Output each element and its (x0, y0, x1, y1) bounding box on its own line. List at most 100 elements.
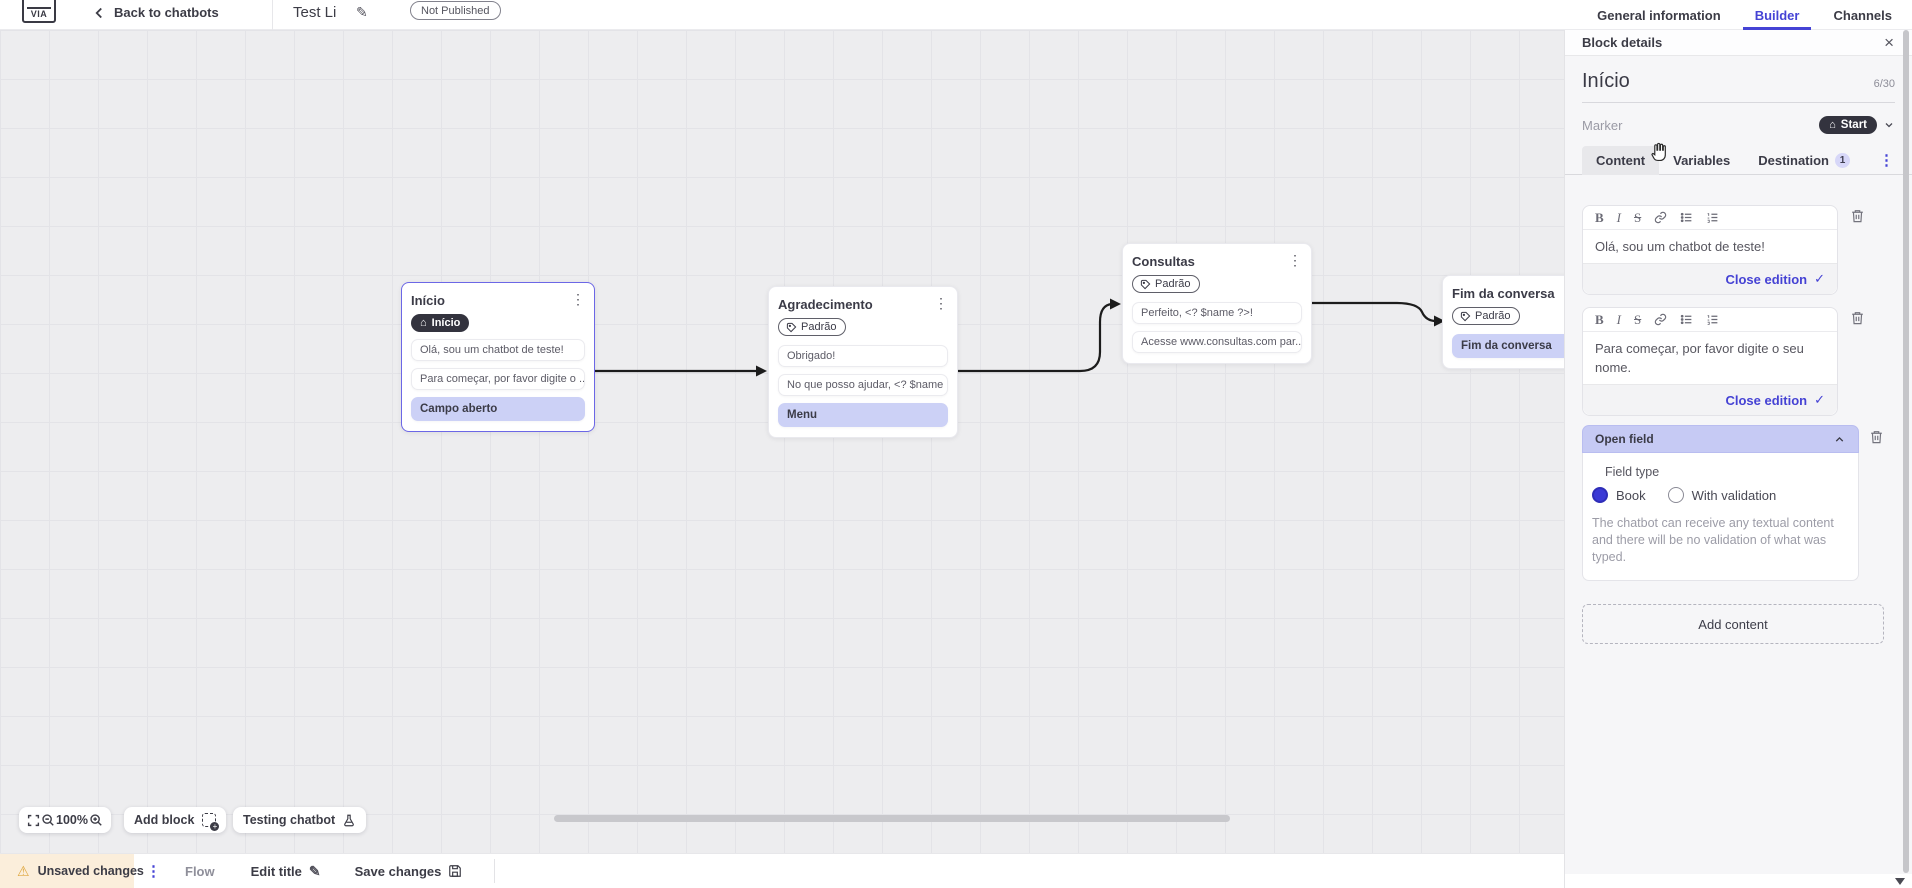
panel-tabs: Content Variables Destination 1 ⋮ (1565, 145, 1912, 175)
bullet-list-button[interactable] (1680, 211, 1693, 224)
app-logo-icon[interactable]: VIA (22, 0, 56, 23)
pencil-icon: ✎ (308, 862, 321, 879)
bullet-list-button[interactable] (1680, 313, 1693, 326)
start-marker-pill: ⌂Início (411, 314, 470, 332)
top-nav-tabs: General information Builder Channels (1597, 0, 1892, 30)
link-button[interactable] (1654, 313, 1667, 326)
chevron-up-icon (1835, 436, 1844, 442)
flow-block-agradecimento[interactable]: Agradecimento ⋮ Padrão Obrigado! No que … (768, 286, 958, 438)
block-title: Agradecimento (778, 297, 873, 312)
zoom-in-icon[interactable] (89, 813, 103, 827)
block-title: Consultas (1132, 254, 1195, 269)
save-changes-button[interactable]: Save changes (355, 864, 463, 879)
tab-channels[interactable]: Channels (1833, 7, 1892, 23)
editor-text[interactable]: Olá, sou um chatbot de teste! (1583, 230, 1837, 263)
panel-bottom-strip (1565, 874, 1912, 888)
add-content-button[interactable]: Add content (1582, 604, 1884, 644)
warning-icon: ⚠ (17, 862, 30, 879)
add-block-icon (202, 813, 220, 831)
tag-pill: Padrão (778, 318, 847, 336)
editor-text[interactable]: Para começar, por favor digite o seu nom… (1583, 332, 1837, 384)
open-field-header[interactable]: Open field (1582, 425, 1859, 453)
edit-title-icon[interactable]: ✎ (356, 4, 368, 20)
block-row-message[interactable]: Olá, sou um chatbot de teste! (411, 339, 585, 361)
editor-toolbar: B I S (1583, 206, 1837, 230)
strikethrough-button[interactable]: S (1634, 209, 1642, 225)
bold-button[interactable]: B (1595, 209, 1604, 225)
bold-button[interactable]: B (1595, 311, 1604, 327)
back-icon[interactable] (90, 4, 108, 22)
field-type-label: Field type (1605, 465, 1660, 479)
flow-view-button[interactable]: Flow (185, 863, 215, 879)
fullscreen-icon[interactable] (27, 814, 40, 827)
add-block-button[interactable]: Add block (124, 807, 227, 833)
block-name-input[interactable]: Início (1582, 70, 1630, 92)
close-icon[interactable]: × (1884, 32, 1894, 52)
link-button[interactable] (1654, 211, 1667, 224)
delete-content-icon[interactable] (1850, 208, 1865, 224)
bottom-menu-icon[interactable]: ⋮ (146, 863, 161, 880)
bottom-bar: ⚠ Unsaved changes ⋮ Flow Edit title ✎ Sa… (0, 853, 1564, 888)
check-icon: ✓ (1814, 392, 1825, 407)
canvas-horizontal-scrollbar[interactable] (554, 815, 1230, 822)
tab-content[interactable]: Content (1582, 145, 1660, 175)
block-row-message[interactable]: Perfeito, <? $name ?>! (1132, 301, 1302, 324)
italic-button[interactable]: I (1616, 209, 1622, 225)
connection-arrows (595, 298, 1445, 377)
tabs-menu-icon[interactable]: ⋮ (1879, 152, 1894, 169)
block-row-message[interactable]: Acesse www.consultas.com par... (1132, 330, 1302, 353)
chevron-down-icon[interactable] (1883, 119, 1895, 131)
arrow-agradecimento-consultas (958, 302, 1113, 373)
tab-builder[interactable]: Builder (1742, 0, 1812, 30)
testing-chatbot-button[interactable]: Testing chatbot (233, 807, 367, 833)
content-editor: B I S Para começar, por favor digite o s… (1582, 307, 1863, 416)
numbered-list-button[interactable] (1706, 211, 1719, 224)
home-icon: ⌂ (1829, 119, 1836, 131)
scroll-corner-icon (1895, 878, 1905, 885)
divider (272, 0, 273, 30)
close-edition-button[interactable]: Close edition (1725, 271, 1808, 287)
delete-open-field-icon[interactable] (1869, 429, 1884, 445)
panel-header: Block details × (1565, 30, 1912, 56)
radio-book[interactable] (1592, 487, 1608, 503)
numbered-list-button[interactable] (1706, 313, 1719, 326)
tab-general-information[interactable]: General information (1597, 7, 1721, 23)
radio-with-validation[interactable] (1667, 487, 1684, 503)
flow-block-inicio[interactable]: Início ⋮ ⌂Início Olá, sou um chatbot de … (401, 282, 595, 432)
back-to-chatbots-link[interactable]: Back to chatbots (114, 5, 219, 20)
zoom-out-icon[interactable] (41, 813, 55, 827)
canvas-zoom-controls: 100% (19, 807, 111, 833)
block-row-open-field[interactable]: Campo aberto (411, 397, 585, 421)
status-badge: Not Published (410, 1, 501, 20)
block-row-message[interactable]: Obrigado! (778, 344, 948, 367)
check-icon: ✓ (1814, 271, 1825, 286)
edit-title-button[interactable]: Edit title ✎ (250, 862, 321, 879)
arrow-consultas-fim (1312, 301, 1437, 323)
tag-pill: Padrão (1452, 307, 1521, 325)
flow-block-consultas[interactable]: Consultas ⋮ Padrão Perfeito, <? $name ?>… (1122, 243, 1312, 364)
chatbot-title[interactable]: Test Li (293, 4, 337, 21)
block-menu-icon[interactable]: ⋮ (571, 291, 585, 307)
save-icon (449, 865, 462, 877)
tag-icon (1140, 279, 1151, 289)
editor-footer: Close edition ✓ (1583, 384, 1837, 415)
block-menu-icon[interactable]: ⋮ (1288, 252, 1302, 268)
block-title: Início (411, 293, 445, 308)
strikethrough-button[interactable]: S (1634, 311, 1642, 327)
open-field-body: Field type Book With validation The chat… (1582, 453, 1859, 581)
zoom-level: 100% (56, 813, 88, 827)
panel-vertical-scrollbar[interactable] (1903, 30, 1909, 873)
italic-button[interactable]: I (1616, 311, 1622, 327)
block-row-message[interactable]: No que posso ajudar, <? $name ... (778, 373, 948, 396)
block-menu-icon[interactable]: ⋮ (934, 295, 948, 311)
block-row-message[interactable]: Para começar, por favor digite o ... (411, 368, 585, 390)
tab-variables[interactable]: Variables (1673, 152, 1731, 168)
close-edition-button[interactable]: Close edition (1725, 392, 1808, 408)
delete-content-icon[interactable] (1850, 310, 1865, 326)
unsaved-changes-status: ⚠ Unsaved changes (0, 853, 144, 888)
marker-value-pill[interactable]: ⌂Start (1819, 116, 1877, 134)
char-counter: 6/30 (1873, 78, 1895, 90)
tab-destination[interactable]: Destination 1 (1744, 146, 1864, 175)
block-row-menu[interactable]: Menu (778, 402, 948, 427)
